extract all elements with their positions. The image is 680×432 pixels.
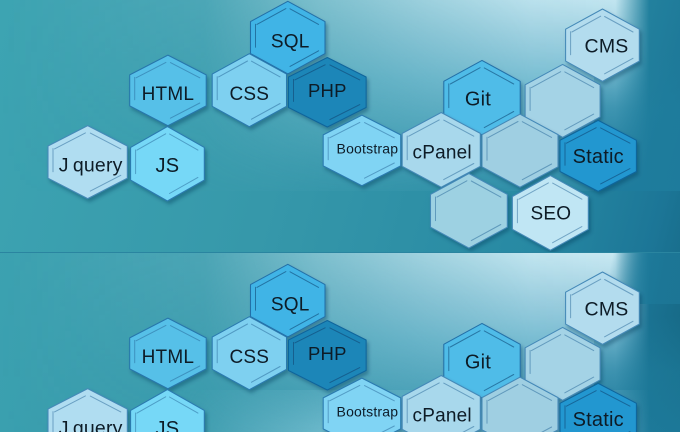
svg-text:Static: Static (573, 409, 624, 431)
svg-text:JS: JS (156, 155, 180, 177)
svg-text:PHP: PHP (308, 342, 347, 363)
svg-text:CSS: CSS (229, 346, 269, 367)
svg-text:Static: Static (573, 146, 624, 168)
svg-text:SQL: SQL (271, 294, 310, 315)
svg-text:Git: Git (465, 351, 491, 373)
svg-text:SEO: SEO (531, 204, 572, 225)
svg-text:CMS: CMS (585, 298, 629, 320)
svg-text:J query: J query (59, 154, 123, 176)
svg-text:cPanel: cPanel (413, 405, 472, 426)
svg-text:CMS: CMS (585, 36, 629, 58)
svg-text:CSS: CSS (229, 84, 269, 105)
svg-text:HTML: HTML (142, 84, 195, 105)
svg-text:JS: JS (156, 418, 180, 432)
svg-text:PHP: PHP (308, 80, 347, 101)
svg-text:Git: Git (465, 89, 491, 111)
svg-text:SQL: SQL (271, 31, 310, 52)
svg-text:Bootstrap: Bootstrap (337, 140, 399, 156)
svg-text:J query: J query (59, 417, 123, 432)
svg-text:cPanel: cPanel (413, 142, 472, 163)
svg-text:Bootstrap: Bootstrap (337, 403, 399, 419)
svg-text:HTML: HTML (142, 347, 195, 368)
